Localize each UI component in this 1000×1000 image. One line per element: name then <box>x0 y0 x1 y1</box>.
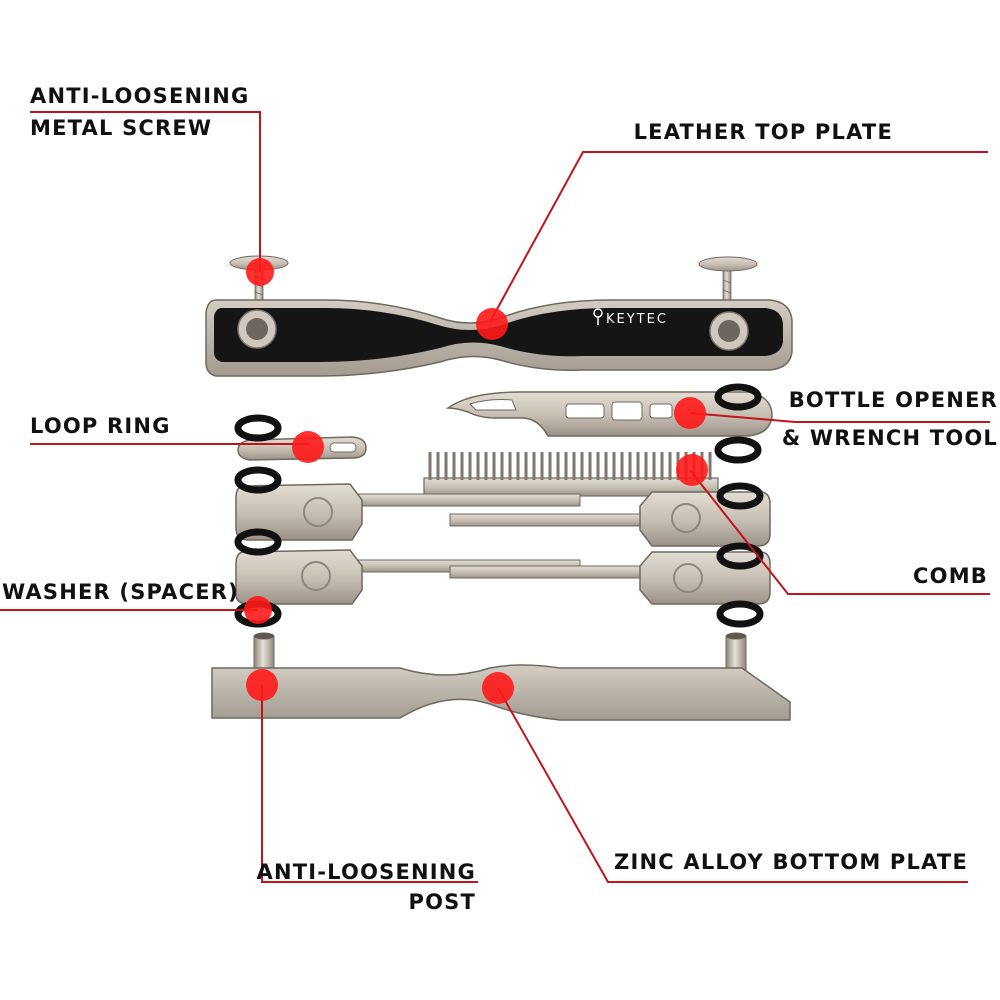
leader-line-screw <box>30 111 261 272</box>
washer <box>714 436 762 464</box>
marker-bottle-opener <box>674 397 706 429</box>
label-anti-loosening-screw-line2: METAL SCREW <box>30 116 213 140</box>
label-zinc-alloy-bottom-plate: ZINC ALLOY BOTTOM PLATE <box>614 850 968 874</box>
washer-stack-right <box>714 383 764 628</box>
label-anti-loosening-post-line1: ANTI-LOOSENING <box>256 860 476 884</box>
leader-line-post <box>261 685 478 883</box>
label-loop-ring: LOOP RING <box>30 414 171 438</box>
leader-line-comb <box>689 469 990 595</box>
marker-screw <box>246 258 274 286</box>
key-upper-left <box>235 483 581 541</box>
leader-line-top-plate <box>489 151 988 323</box>
label-bottle-opener-line2: & WRENCH TOOL <box>781 426 998 450</box>
comb <box>423 452 719 497</box>
keytec-logo-text: KEYTEC <box>606 312 668 327</box>
label-leather-top-plate: LEATHER TOP PLATE <box>633 120 893 144</box>
callout-markers <box>244 258 708 704</box>
label-washer-spacer: WASHER (SPACER) <box>2 580 239 604</box>
marker-comb <box>676 454 708 486</box>
label-comb: COMB <box>913 564 988 588</box>
leader-line-bottle-opener <box>689 412 990 423</box>
marker-post <box>246 669 278 701</box>
washer <box>716 482 764 510</box>
anti-loosening-screw-right <box>698 256 758 319</box>
washer <box>234 414 282 442</box>
washer <box>234 528 282 556</box>
leader-line-bottom-plate <box>497 687 968 883</box>
washer <box>714 383 762 411</box>
label-anti-loosening-post-line2: POST <box>408 890 476 914</box>
label-anti-loosening-screw-line1: ANTI-LOOSENING <box>30 84 250 108</box>
key-lower-right <box>449 551 771 605</box>
marker-top-plate <box>476 308 508 340</box>
washer <box>716 600 764 628</box>
marker-bottom-plate <box>482 672 514 704</box>
marker-loop-ring <box>292 431 324 463</box>
washer <box>716 542 764 570</box>
marker-washer <box>244 596 272 624</box>
label-bottle-opener-line1: BOTTLE OPENER <box>788 388 998 412</box>
leader-lines <box>0 111 990 883</box>
bottle-opener-wrench-tool <box>445 391 773 437</box>
washer <box>234 466 282 494</box>
